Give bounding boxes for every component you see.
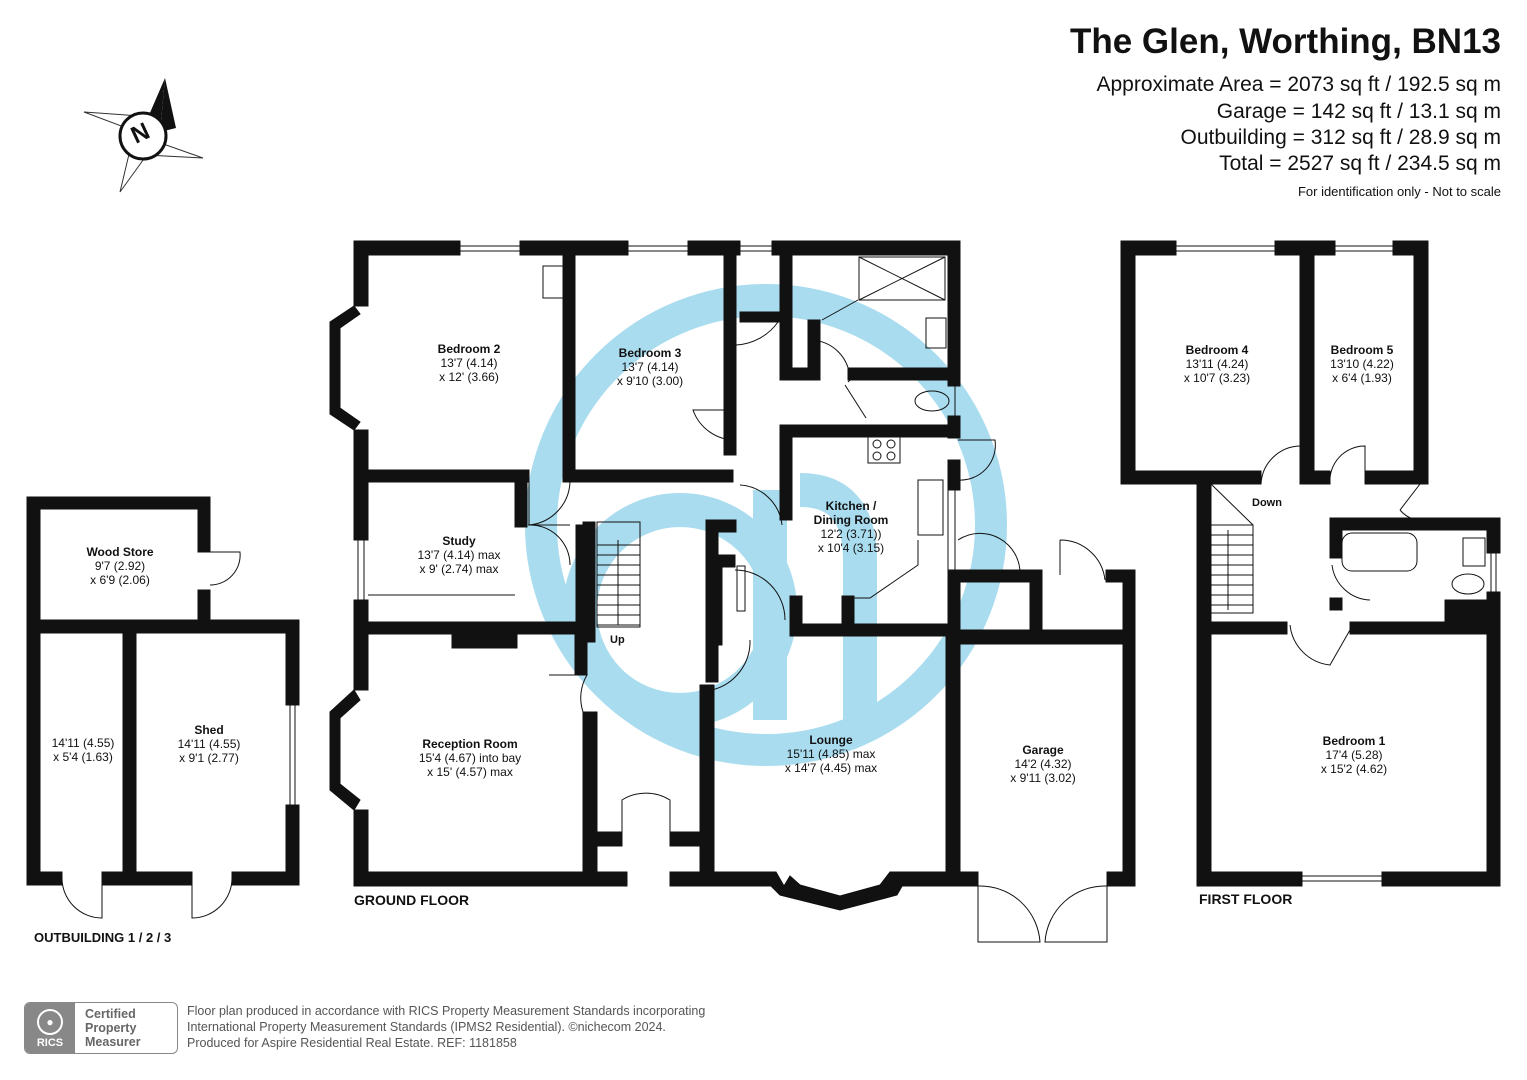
- room-dim-2: x 6'4 (1.93): [1332, 371, 1392, 385]
- room-name: Garage: [1022, 743, 1064, 757]
- approximate-area: Approximate Area = 2073 sq ft / 192.5 sq…: [1096, 73, 1502, 96]
- room-dim-1: 15'4 (4.67) into bay: [418, 751, 522, 765]
- scale-note: For identification only - Not to scale: [1297, 184, 1501, 199]
- room-name: Bedroom 1: [1322, 734, 1386, 748]
- room-dim-2: x 12' (3.66): [439, 370, 499, 384]
- room-dim-1: 13'10 (4.22): [1330, 357, 1394, 371]
- stairs-up-label: Up: [610, 634, 625, 646]
- badge-line-1: Certified: [85, 1007, 136, 1021]
- room-dim-2: x 9'1 (2.77): [179, 751, 239, 765]
- first-floor-label: FIRST FLOOR: [1199, 891, 1293, 907]
- room-dim-2: x 15'2 (4.62): [1320, 762, 1388, 776]
- room-dim-2: x 5'4 (1.63): [53, 750, 113, 764]
- ground-floor-label: GROUND FLOOR: [354, 892, 470, 908]
- rics-badge: ● RICS Certified Property Measurer: [24, 1002, 178, 1054]
- room-name: Bedroom 5: [1330, 343, 1394, 357]
- outbuilding-area: Outbuilding = 312 sq ft / 28.9 sq m: [1180, 126, 1501, 149]
- room-bedroom-5: Bedroom 5 13'10 (4.22) x 6'4 (1.93): [1330, 343, 1394, 385]
- total-area: Total = 2527 sq ft / 234.5 sq m: [1219, 152, 1501, 175]
- first-floor-walls: [1120, 240, 1501, 887]
- room-reception: Reception Room 15'4 (4.67) into bay x 15…: [419, 737, 521, 779]
- outbuilding-walls: [26, 496, 300, 886]
- outbuilding-label: OUTBUILDING 1 / 2 / 3: [34, 930, 172, 945]
- footer-line-3: Produced for Aspire Residential Real Est…: [187, 1036, 517, 1050]
- rics-emblem-icon: ●: [37, 1009, 63, 1035]
- room-dim-1: 14'11 (4.55): [51, 736, 115, 750]
- room-name: Bedroom 4: [1185, 343, 1249, 357]
- footer-line-2: International Property Measurement Stand…: [187, 1020, 666, 1034]
- room-dim-1: 13'7 (4.14): [440, 356, 498, 370]
- badge-line-2: Property: [85, 1021, 137, 1035]
- room-dim-1: 14'11 (4.55): [177, 737, 241, 751]
- room-name: Wood Store: [86, 545, 154, 559]
- room-wood-store: Wood Store 9'7 (2.92) x 6'9 (2.06): [86, 545, 153, 587]
- badge-line-3: Measurer: [85, 1035, 141, 1049]
- compass-icon: [83, 78, 204, 193]
- room-dim-2: x 10'7 (3.23): [1183, 371, 1251, 385]
- room-name: Lounge: [809, 733, 853, 747]
- room-study: Study 13'7 (4.14) max x 9' (2.74) max: [418, 534, 501, 576]
- room-name: Shed: [194, 723, 224, 737]
- rics-logo: ● RICS: [25, 1003, 75, 1053]
- room-dim-2: x 15' (4.57) max: [427, 765, 513, 779]
- ground-floor-walls: [329, 240, 1136, 911]
- room-dim-2: x 9'11 (3.02): [1010, 771, 1076, 785]
- room-dim-2: x 14'7 (4.45) max: [784, 761, 878, 775]
- room-bedroom-1: Bedroom 1 17'4 (5.28) x 15'2 (4.62): [1321, 734, 1387, 776]
- room-name: Reception Room: [422, 737, 518, 751]
- room-dim-2: x 9'10 (3.00): [616, 374, 684, 388]
- room-lounge: Lounge 15'11 (4.85) max x 14'7 (4.45) ma…: [785, 733, 877, 775]
- room-bedroom-4: Bedroom 4 13'11 (4.24) x 10'7 (3.23): [1184, 343, 1250, 385]
- room-name: Bedroom 3: [618, 346, 682, 360]
- page-title: The Glen, Worthing, BN13: [1069, 22, 1501, 61]
- first-floor-fixtures: [1176, 245, 1497, 882]
- room-kitchen-dining: Kitchen / Dining Room 12'2 (3.71)) x 10'…: [814, 499, 889, 555]
- room-dim-2: x 9' (2.74) max: [419, 562, 499, 576]
- room-dim-1: 17'4 (5.28): [1325, 748, 1383, 762]
- garage-area: Garage = 142 sq ft / 13.1 sq m: [1216, 100, 1501, 123]
- room-outbuilding: 14'11 (4.55) x 5'4 (1.63): [52, 736, 115, 764]
- stairs-down-label: Down: [1252, 497, 1282, 509]
- room-bedroom-3: Bedroom 3 13'7 (4.14) x 9'10 (3.00): [617, 346, 683, 388]
- room-shed: Shed 14'11 (4.55) x 9'1 (2.77): [178, 723, 241, 765]
- room-garage: Garage 14'2 (4.32) x 9'11 (3.02): [1010, 743, 1075, 785]
- room-name-2: Dining Room: [813, 513, 889, 527]
- room-dim-1: 13'7 (4.14): [621, 360, 679, 374]
- footer-text: Floor plan produced in accordance with R…: [187, 1003, 705, 1051]
- room-dim-1: 15'11 (4.85) max: [786, 747, 876, 761]
- ground-floor-fixtures: [357, 245, 1108, 943]
- room-dim-1: 13'11 (4.24): [1185, 357, 1249, 371]
- room-dim-1: 12'2 (3.71)): [820, 527, 882, 541]
- room-bedroom-2: Bedroom 2 13'7 (4.14) x 12' (3.66): [438, 342, 501, 384]
- room-dim-1: 14'2 (4.32): [1014, 757, 1072, 771]
- room-name: Study: [442, 534, 476, 548]
- room-name: Bedroom 2: [437, 342, 501, 356]
- badge-text: Certified Property Measurer: [85, 1007, 141, 1049]
- room-dim-2: x 6'9 (2.06): [90, 573, 150, 587]
- outbuilding-doors: [61, 551, 296, 919]
- room-name: Kitchen /: [825, 499, 877, 513]
- rics-logo-text: RICS: [36, 1037, 64, 1049]
- footer-line-1: Floor plan produced in accordance with R…: [187, 1004, 706, 1018]
- room-dim-2: x 10'4 (3.15): [817, 541, 885, 555]
- room-dim-1: 13'7 (4.14) max: [417, 548, 501, 562]
- room-dim-1: 9'7 (2.92): [94, 559, 146, 573]
